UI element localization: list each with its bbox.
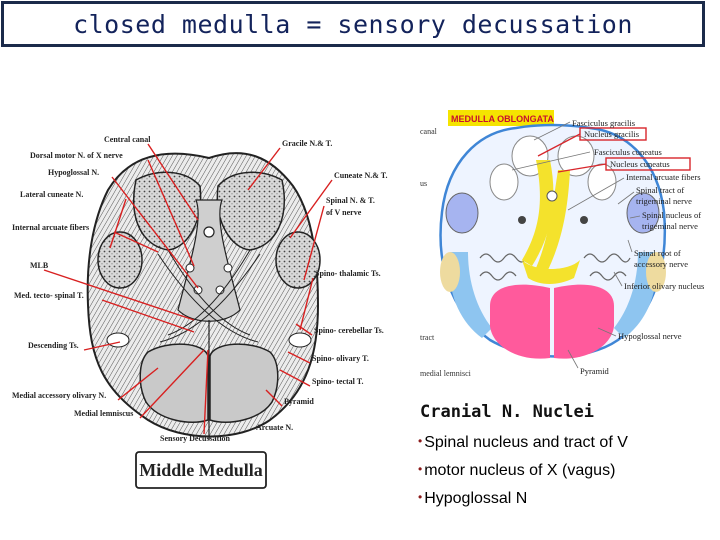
label-spinal-tract-2: trigeminal nerve bbox=[636, 196, 692, 206]
label-spinal-root: Spinal root of bbox=[634, 248, 681, 258]
label-medial-accessory-olivary: Medial accessory olivary N. bbox=[12, 391, 106, 400]
label-arcuate: Arcuate N. bbox=[256, 423, 293, 432]
label-central-canal: Central canal bbox=[104, 135, 151, 144]
label-med-tecto-spinal: Med. tecto- spinal T. bbox=[14, 291, 84, 300]
label-spino-olivary: Spino- olivary T. bbox=[312, 354, 369, 363]
label-spino-thalamic: Spino- thalamic Ts. bbox=[315, 269, 381, 278]
label-spinal-nucleus: Spinal nucleus of bbox=[642, 210, 701, 220]
label-fasciculus-cuneatus: Fasciculus cuneatus bbox=[594, 147, 662, 157]
label-spinal-tract: Spinal tract of bbox=[636, 185, 684, 195]
gracile-nucleus-right bbox=[216, 171, 285, 251]
label-internal-arcuate: Internal arcuate fibers bbox=[626, 172, 701, 182]
gracile-nucleus-left bbox=[133, 171, 202, 251]
label-descending: Descending Ts. bbox=[28, 341, 79, 350]
label-medial-lemnisci: medial lemnisci bbox=[420, 369, 472, 378]
label-spinal-n-t-2: of V nerve bbox=[326, 208, 362, 217]
label-internal-arcuate: Internal arcuate fibers bbox=[12, 223, 89, 232]
label-medial-lemniscus: Medial lemniscus bbox=[74, 409, 133, 418]
label-gracile: Gracile N.& T. bbox=[282, 139, 332, 148]
label-spinal-nucleus-2: trigeminal nerve bbox=[642, 221, 698, 231]
label-tract: tract bbox=[420, 333, 435, 342]
label-cuneate: Cuneate N.& T. bbox=[334, 171, 387, 180]
slide-title-box: closed medulla = sensory decussation bbox=[1, 1, 705, 47]
label-pyramid: Pyramid bbox=[284, 397, 314, 406]
label-nucleus-cuneatus: Nucleus cuneatus bbox=[610, 159, 670, 169]
label-sensory-decussation: Sensory Decussation bbox=[160, 434, 231, 443]
cranial-nuclei-title: Cranial N. Nuclei bbox=[420, 402, 594, 422]
cuneate-nucleus-left bbox=[97, 231, 143, 289]
label-fasciculus-gracilis: Fasciculus gracilis bbox=[572, 118, 635, 128]
bullet-icon: • bbox=[418, 434, 423, 448]
label-nucleus-gracilis: Nucleus gracilis bbox=[584, 129, 639, 139]
label-canal: canal bbox=[420, 127, 438, 136]
label-mlb: MLB bbox=[30, 261, 49, 270]
list-item: •motor nucleus of X (vagus) bbox=[418, 462, 616, 479]
label-inferior-olivary: Inferior olivary nucleus bbox=[624, 281, 704, 291]
label-spino-tectal: Spino- tectal T. bbox=[312, 377, 363, 386]
central-canal bbox=[203, 226, 215, 238]
label-pyramid: Pyramid bbox=[580, 366, 610, 376]
central-grey bbox=[177, 199, 241, 322]
list-item: •Hypoglossal N bbox=[418, 490, 528, 507]
bullet-icon: • bbox=[418, 462, 423, 476]
left-figure-caption: Middle Medulla bbox=[139, 460, 263, 480]
label-spinal-root-2: accessory nerve bbox=[634, 259, 688, 269]
cuneate-nucleus-right bbox=[275, 231, 321, 289]
list-item: •Spinal nucleus and tract of V bbox=[418, 434, 628, 451]
label-hypoglossal: Hypoglossal N. bbox=[48, 168, 99, 177]
label-dorsal-motor: Dorsal motor N. of X nerve bbox=[30, 151, 123, 160]
label-hypoglossal-nerve: Hypoglossal nerve bbox=[618, 331, 682, 341]
medulla-oblongata-diagram: MEDULLA OBLONGATA bbox=[418, 100, 716, 382]
label-us: us bbox=[420, 179, 427, 188]
pyramid-right bbox=[209, 343, 279, 423]
slide-title: closed medulla = sensory decussation bbox=[73, 9, 633, 39]
cranial-nuclei-list: •Spinal nucleus and tract of V •motor nu… bbox=[418, 432, 718, 516]
label-spinal-n-t: Spinal N. & T. bbox=[326, 196, 375, 205]
right-figure-header: MEDULLA OBLONGATA bbox=[451, 114, 554, 124]
bullet-icon: • bbox=[418, 490, 423, 504]
middle-medulla-diagram: Central canal Dorsal motor N. of X nerve… bbox=[12, 135, 387, 489]
label-lateral-cuneate: Lateral cuneate N. bbox=[20, 190, 83, 199]
label-spino-cerebellar: Spino- cerebellar Ts. bbox=[314, 326, 384, 335]
